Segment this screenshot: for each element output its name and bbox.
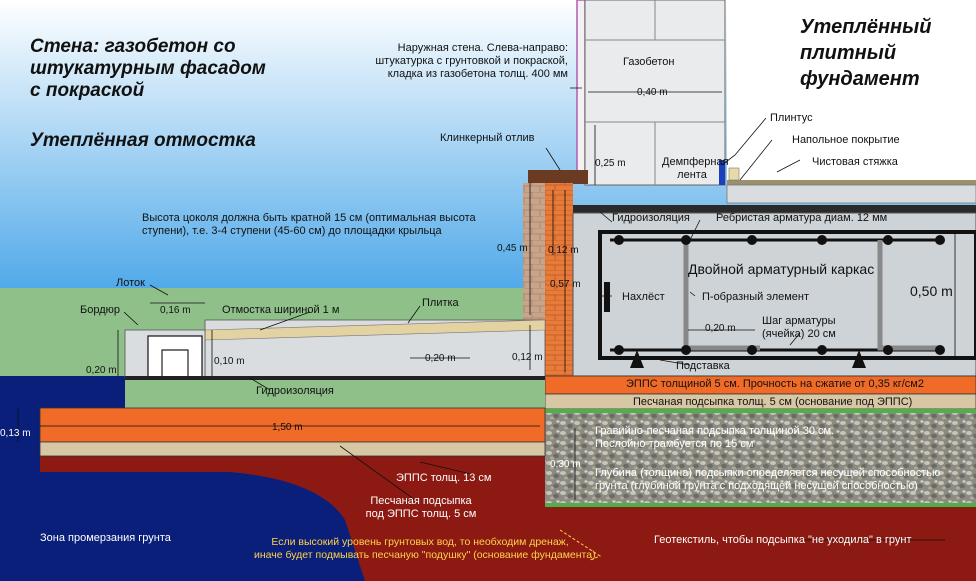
gravel-bed-line-2: Послойно трамбуется по 15 см [595,438,754,450]
support-label: Подставка [676,360,730,372]
skirting-board [728,167,740,181]
brick-plinth [545,183,573,378]
u-element-label: П-образный элемент [702,291,810,303]
blind-waterproofing [125,376,545,380]
rebar-dots [614,235,945,355]
depth-note-line-1: Глубина (толщина) подсыпки определяется … [595,467,941,479]
dim-013: 0,13 m [0,428,31,439]
interior-room [727,0,976,183]
blind-sand [39,441,546,457]
dim-057: 0,57 m [550,279,581,290]
dim-012-top: 0,12 m [548,245,579,256]
geotextile-bottom [545,503,976,507]
plinth-note-line-2: ступени), т.е. 3-4 ступени (45-60 см) до… [142,225,442,237]
tray-label: Лоток [116,277,145,289]
rebar-cage-label: Двойной арматурный каркас [688,261,875,277]
rebar-pitch-line-2: (ячейка) 20 см [762,328,836,340]
epps-blind-label: ЭППС толщ. 13 см [396,472,492,484]
wall-heading-line-1: Стена: газобетон со [30,36,236,57]
clinker-drip-label: Клинкерный отлив [440,132,535,144]
plinth-note-line-1: Высота цоколя должна быть кратной 15 см … [142,212,476,224]
wall-heading-line-3: с покраской [30,80,145,101]
sand-blind-label: Песчаная подсыпка под ЭППС толщ. 5 см [362,495,480,521]
blind-area-heading: Утеплённая отмостка [30,130,256,151]
foundation-heading-line-2: плитный [800,42,897,64]
rebar-pitch-line-1: Шаг арматуры [762,315,836,327]
plinth-note: Высота цоколя должна быть кратной 15 см … [142,212,476,238]
finish-screed-label: Чистовая стяжка [812,156,898,168]
dim-045: 0,45 m [497,243,528,254]
damper-tape-line-1: Демпферная [662,156,729,168]
foundation-heading: Утеплённый плитный фундамент [800,14,931,92]
drainage-note-line-2: иначе будет подмывать песчаную "подушку"… [254,549,596,561]
waterproofing-blind-label: Гидроизоляция [256,385,334,397]
frost-zone-label: Зона промерзания грунта [40,532,171,544]
rebar-cage [598,230,976,360]
dim-020-blind: 0,20 m [425,353,456,364]
wall-thickness-dim: 0,40 m [637,87,668,98]
drainage-note: Если высокий уровень грунтовых вод, то н… [254,536,596,562]
finish-screed [726,184,976,204]
outer-wall-label: Наружная стена. Слева-направо: штукатурк… [366,42,568,81]
damper-tape-line-2: лента [677,169,707,181]
outer-wall-line-3: кладка из газобетона толщ. 400 мм [387,68,568,80]
foundation-heading-line-1: Утеплённый [800,16,932,38]
damper-tape-label: Демпферная лента [662,156,729,182]
dim-150: 1,50 m [272,422,303,433]
tile-label: Плитка [422,297,459,309]
foundation-heading-line-3: фундамент [800,68,920,90]
wall-heading-line-2: штукатурным фасадом [30,58,266,79]
dim-025: 0,25 m [595,158,626,169]
depth-note-line-2: грунта (глубиной грунта с подходящей нес… [595,480,918,492]
skirting-label: Плинтус [770,112,813,124]
damper-tape [719,160,725,185]
dim-016: 0,16 m [160,305,191,316]
dim-020-rebar: 0,20 m [705,323,736,334]
dim-012-blind: 0,12 m [512,352,543,363]
dim-010: 0,10 m [214,356,245,367]
blind-area-width-label: Отмостка шириной 1 м [222,304,340,316]
ribbed-rebar-label: Ребристая арматура диам. 12 мм [716,212,888,224]
curb-label: Бордюр [80,304,120,316]
dim-050: 0,50 m [910,283,953,299]
overlap-label: Нахлёст [622,291,665,303]
gravel-bed [545,413,976,503]
dim-020-curb: 0,20 m [86,365,117,376]
dim-030: 0,30 m [550,459,581,470]
drainage-note-line-1: Если высокий уровень грунтовых вод, то н… [271,536,569,548]
outer-wall-line-2: штукатурка с грунтовкой и покраской, [375,55,568,67]
sand-blind-line-2: под ЭППС толщ. 5 см [365,508,477,520]
wall-heading: Стена: газобетон со штукатурным фасадом … [30,36,266,102]
waterproofing-top-label: Гидроизоляция [612,212,690,224]
aerated-concrete-label: Газобетон [623,56,675,68]
floor-covering-label: Напольное покрытие [792,134,900,146]
frost-zone [0,376,365,581]
facade-plaster [576,0,586,176]
geotextile-label: Геотекстиль, чтобы подсыпка "не уходила"… [654,534,912,546]
gravel-bed-label: Гравийно-песчаная подсыпка толщиной 30 с… [595,425,834,451]
rebar-pitch-label: Шаг арматуры (ячейка) 20 см [762,315,836,341]
outer-wall-line-1: Наружная стена. Слева-направо: [397,42,568,54]
floor-covering [727,180,976,185]
blind-grass [125,380,545,408]
geotextile-top [545,409,976,413]
slab-waterproofing [573,205,976,213]
gravel-bed-line-1: Гравийно-песчаная подсыпка толщиной 30 с… [595,425,835,437]
sand-blind-line-1: Песчаная подсыпка [370,495,472,507]
earth-brick [523,183,545,323]
sand-slab-label: Песчаная подсыпка толщ. 5 см (основание … [633,396,913,408]
epps-slab-label: ЭППС толщиной 5 см. Прочность на сжатие … [626,378,924,390]
depth-note: Глубина (толщина) подсыпки определяется … [595,467,940,493]
clinker-drip [528,170,588,184]
